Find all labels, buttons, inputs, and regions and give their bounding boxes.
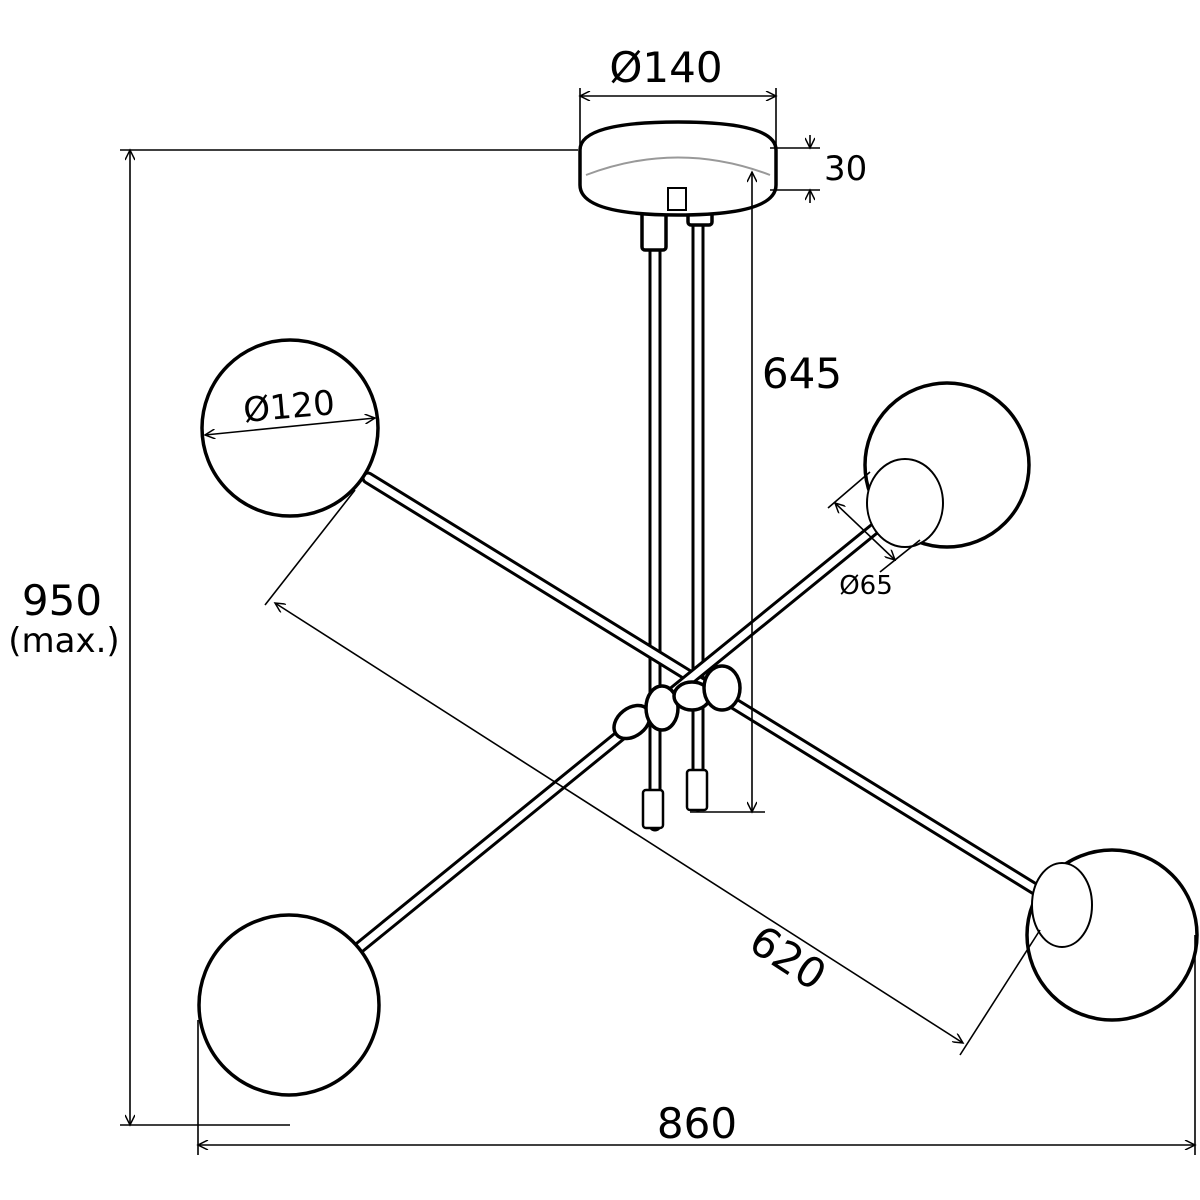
canopy-height-label: 30 xyxy=(824,149,867,189)
total-height-label: 950 xyxy=(22,576,102,625)
suspension-rods xyxy=(640,173,714,832)
total-height-note: (max.) xyxy=(8,621,119,661)
globe-bottom-left xyxy=(197,913,381,1097)
holder-diameter-label: Ø65 xyxy=(839,571,893,601)
globe-top-left xyxy=(200,338,380,518)
total-width-label: 860 xyxy=(657,1099,737,1148)
canopy-diameter-label: Ø140 xyxy=(609,43,722,92)
dimensions xyxy=(120,88,1195,1155)
arm-length-label: 620 xyxy=(741,915,835,1000)
ceiling-canopy xyxy=(578,120,778,217)
globe-diameter-label: Ø120 xyxy=(242,383,337,431)
rod-length-label: 645 xyxy=(762,349,842,398)
